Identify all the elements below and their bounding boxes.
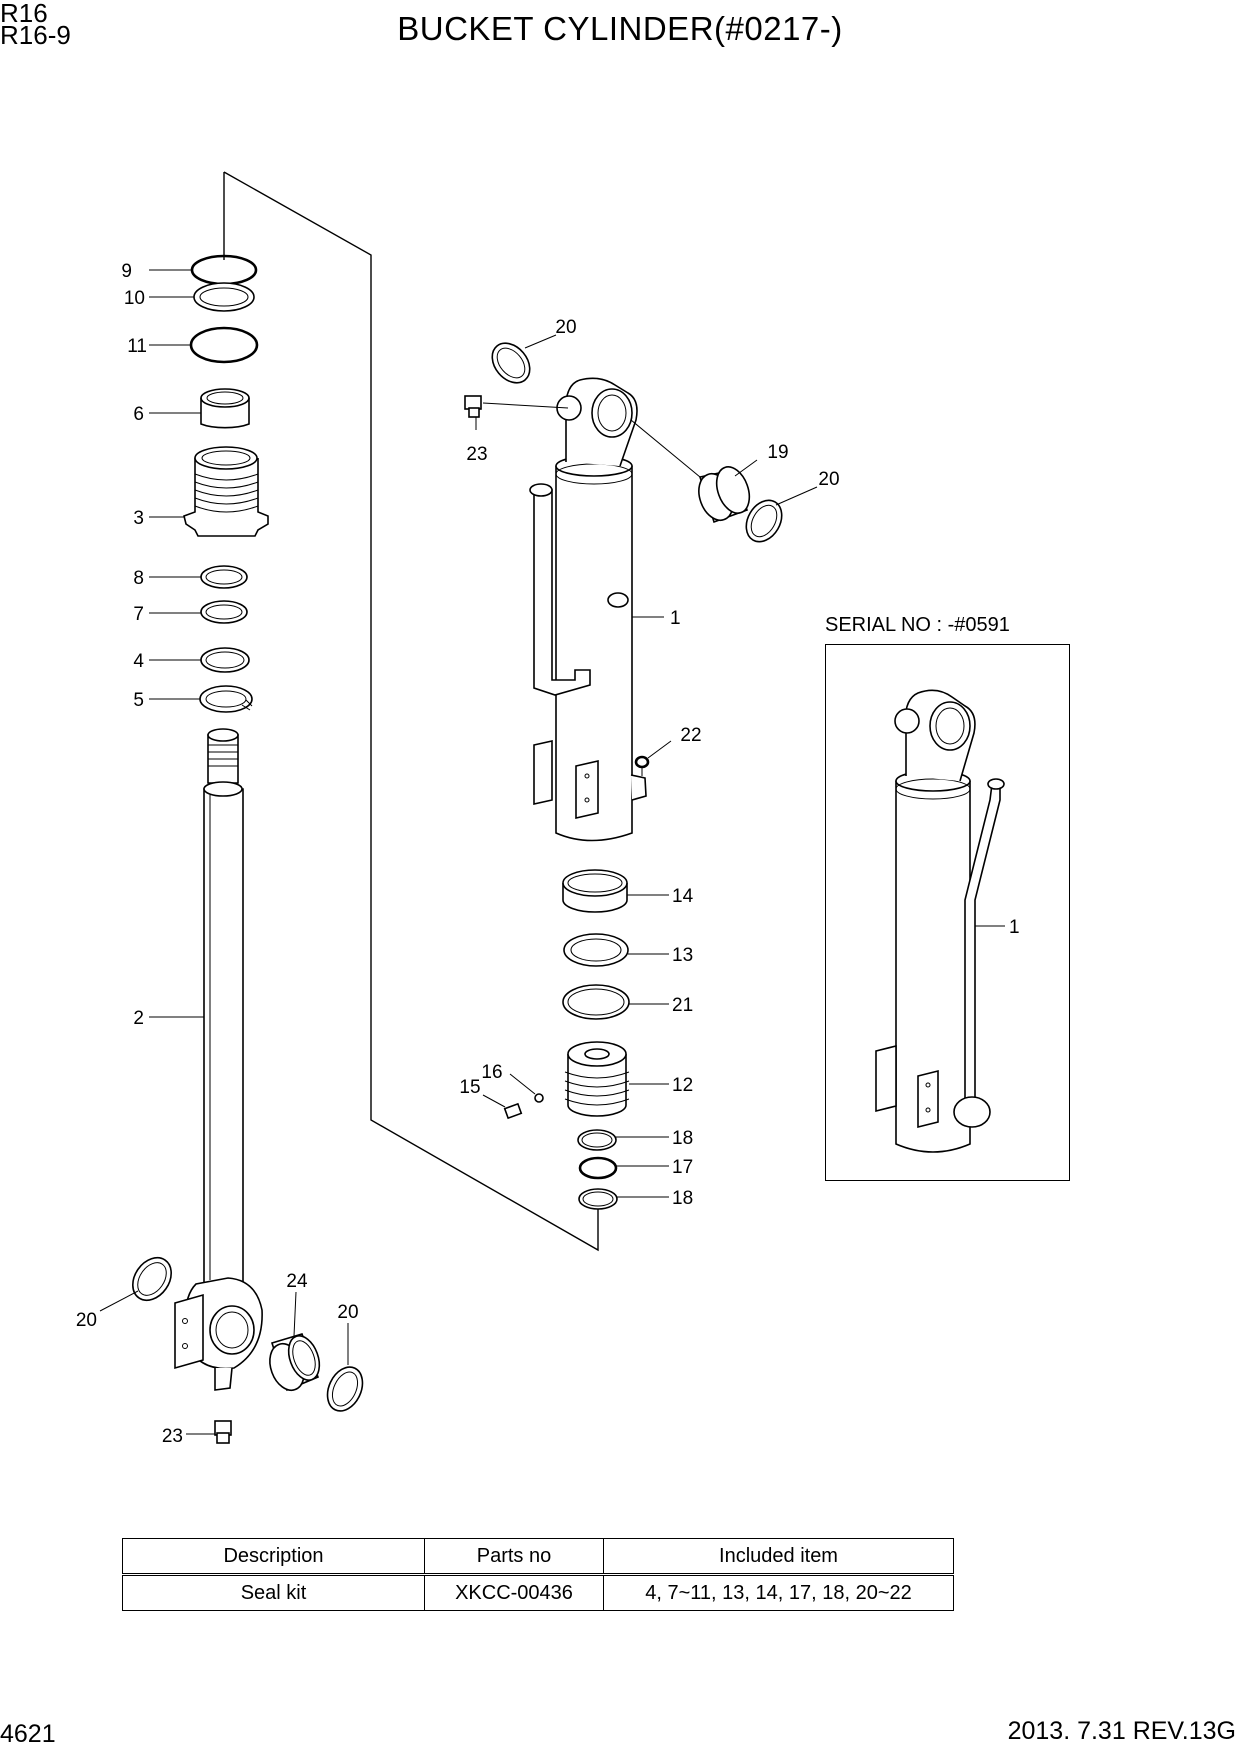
callout-14: 14 <box>672 886 694 907</box>
leader-lines <box>99 269 1005 1435</box>
part-21-ring <box>562 984 630 1020</box>
part-6-bushing <box>200 388 250 429</box>
callout-19: 19 <box>767 442 788 463</box>
serial-variant-frame <box>825 644 1070 1181</box>
callout-4: 4 <box>133 651 144 672</box>
assembly-outline <box>223 171 599 1252</box>
part-8-ring <box>200 565 248 589</box>
revision-stamp: 2013. 7.31 REV.13G <box>1007 1717 1236 1745</box>
callout-22: 22 <box>680 725 701 746</box>
part-10-backup-ring <box>193 282 255 312</box>
column-header-description: Description <box>122 1538 425 1576</box>
part-22-oring <box>634 755 650 769</box>
table-header-row: Description Parts no Included item <box>122 1538 954 1576</box>
part-20-dust-seal-head-right <box>745 499 783 543</box>
callout-7: 7 <box>133 604 144 625</box>
callout-18-lower: 18 <box>672 1188 693 1209</box>
callout-6: 6 <box>133 404 144 425</box>
seal-kit-table: Description Parts no Included item Seal … <box>122 1538 954 1611</box>
callout-3: 3 <box>133 508 144 529</box>
part-16-ball <box>534 1093 544 1103</box>
callout-1: 1 <box>670 608 681 629</box>
part-18-backup-lower <box>578 1188 618 1210</box>
part-1-cylinder-tube <box>529 377 647 842</box>
part-5-snap-ring <box>199 685 253 713</box>
page-number: 4621 <box>0 1720 56 1748</box>
part-4-ring <box>200 647 250 673</box>
part-1-cylinder-tube-variant <box>875 689 1005 1153</box>
serial-range-label: SERIAL NO : -#0591 <box>825 614 1010 636</box>
part-12-piston <box>564 1041 630 1117</box>
rod-eye-end <box>174 1277 263 1391</box>
callout-20-rod-left: 20 <box>76 1310 97 1331</box>
callout-21: 21 <box>672 995 693 1016</box>
part-7-ring <box>200 600 248 624</box>
table-row: Seal kit XKCC-00436 4, 7~11, 13, 14, 17,… <box>122 1574 954 1611</box>
model-name: R16 <box>0 0 48 28</box>
part-11-oring <box>189 326 259 364</box>
page-title: BUCKET CYLINDER(#0217-) <box>397 10 843 47</box>
callout-5: 5 <box>133 690 144 711</box>
callout-18-upper: 18 <box>672 1128 693 1149</box>
seal-kit-description: Seal kit <box>122 1574 425 1611</box>
callout-15: 15 <box>459 1077 480 1098</box>
part-14-ring <box>562 869 628 913</box>
column-header-included-item: Included item <box>603 1538 954 1576</box>
callout-23-rod: 23 <box>162 1426 183 1447</box>
part-23-grease-nipple-head <box>464 395 482 418</box>
callout-10: 10 <box>124 288 145 309</box>
callout-20-head-right: 20 <box>818 469 839 490</box>
callout-9: 9 <box>121 261 132 282</box>
part-17-oring <box>578 1156 618 1180</box>
part-2-piston-rod <box>203 728 244 1287</box>
column-header-parts-no: Parts no <box>424 1538 604 1576</box>
callout-20-rod-right: 20 <box>337 1302 358 1323</box>
part-24-bushing <box>269 1333 321 1392</box>
part-15-set-screw <box>503 1102 523 1120</box>
callout-23-head: 23 <box>466 444 487 465</box>
part-19-bushing <box>698 466 751 524</box>
seal-kit-parts-no: XKCC-00436 <box>424 1574 604 1611</box>
part-9-oring <box>190 254 258 286</box>
part-20-dust-seal-rod-right <box>326 1366 364 1412</box>
callout-12: 12 <box>672 1075 693 1096</box>
callout-16: 16 <box>481 1062 502 1083</box>
part-20-dust-seal-head <box>491 342 531 384</box>
callout-8: 8 <box>133 568 144 589</box>
callout-24: 24 <box>286 1271 308 1292</box>
part-3-gland <box>183 446 269 537</box>
model-variant: R16-9 <box>0 20 71 50</box>
part-18-backup-upper <box>577 1129 617 1151</box>
callout-11: 11 <box>127 336 147 357</box>
callout-20-head: 20 <box>555 317 576 338</box>
callout-2: 2 <box>133 1008 144 1029</box>
part-13-ring <box>563 933 629 967</box>
callout-1-variant: 1 <box>1009 917 1020 938</box>
callout-17: 17 <box>672 1157 693 1178</box>
callout-13: 13 <box>672 945 693 966</box>
seal-kit-included-items: 4, 7~11, 13, 14, 17, 18, 20~22 <box>603 1574 954 1611</box>
part-20-dust-seal-rod-left <box>132 1256 172 1302</box>
part-23-grease-nipple-rod <box>214 1420 232 1444</box>
